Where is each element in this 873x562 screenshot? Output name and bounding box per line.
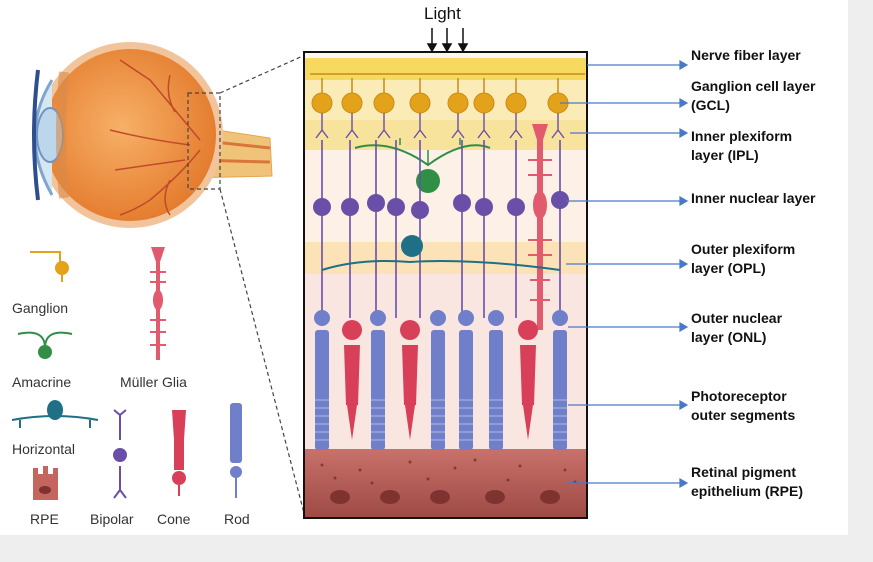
bipolar-legend-icon — [113, 409, 127, 499]
light-label: Light — [424, 4, 461, 23]
legend-label-amacrine: Amacrine — [12, 374, 72, 390]
legend-label-cone: Cone — [157, 511, 191, 527]
legend-icons — [11, 247, 242, 500]
rpe-legend-icon — [33, 466, 58, 500]
ganglion-cells — [311, 78, 569, 139]
label-outer-nuclear-layer: Outer nuclear layer (ONL) — [691, 310, 783, 345]
legend-label-rpe: RPE — [30, 511, 59, 527]
label-ganglion-cell-layer: Ganglion cell layer (GCL) — [691, 78, 816, 113]
retina-panel — [303, 51, 588, 519]
legend-label-muller: Müller Glia — [120, 374, 187, 390]
label-inner-nuclear-layer: Inner nuclear layer — [691, 190, 816, 206]
horizontal-cell — [321, 235, 561, 271]
label-photoreceptor-outer-segments: Photoreceptor outer segments — [691, 388, 796, 423]
label-nerve-fiber-layer: Nerve fiber layer — [691, 47, 801, 63]
retina-figure: Light Nerve fiber layer Ganglion cell la… — [0, 0, 848, 535]
cone-legend-icon — [172, 410, 186, 496]
pointer-arrows — [560, 59, 689, 489]
legend-label-horizontal: Horizontal — [12, 441, 76, 457]
legend-label-rod: Rod — [224, 511, 250, 527]
light-arrows — [426, 28, 469, 53]
label-retinal-pigment-epithelium: Retinal pigment epithelium (RPE) — [691, 464, 804, 499]
horizontal-legend-icon — [11, 400, 99, 428]
legend-label-ganglion: Ganglion — [12, 300, 69, 316]
rod-legend-icon — [230, 403, 242, 498]
eye-illustration — [32, 42, 306, 518]
muller-legend-icon — [150, 247, 166, 360]
bipolar-cells — [313, 140, 569, 318]
retina-diagram — [11, 28, 689, 519]
ganglion-legend-icon — [30, 251, 69, 282]
legend-label-bipolar: Bipolar — [90, 511, 134, 527]
photoreceptors — [314, 310, 568, 450]
muller-glia-cell — [528, 124, 552, 330]
label-inner-plexiform-layer: Inner plexiform layer (IPL) — [691, 128, 793, 163]
label-outer-plexiform-layer: Outer plexiform layer (OPL) — [691, 241, 796, 276]
amacrine-legend-icon — [17, 331, 73, 359]
